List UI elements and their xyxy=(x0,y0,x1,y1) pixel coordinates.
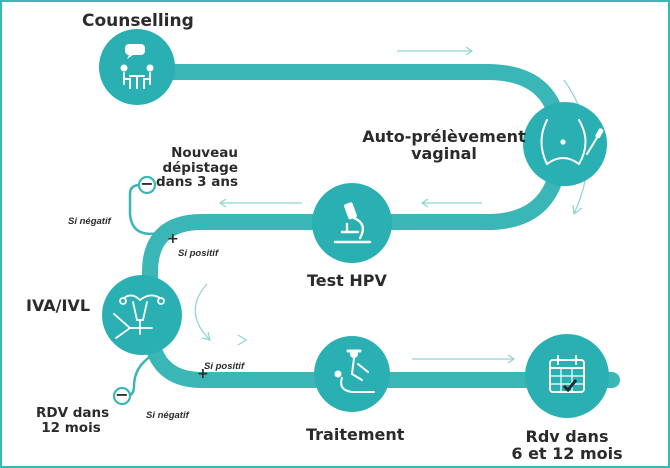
label-iva-ivl: IVA/IVL xyxy=(26,296,91,315)
label-new-screening-line1: Nouveau xyxy=(171,145,238,161)
minus-circle-top xyxy=(137,175,157,195)
counselling-icon xyxy=(120,44,154,89)
label-new-screening-line3: dans 3 ans xyxy=(156,174,238,191)
treatment-icon xyxy=(334,349,375,393)
label-treatment: Traitement xyxy=(306,425,405,444)
minus-circle-bottom xyxy=(112,386,132,406)
arrow-left-upper xyxy=(218,198,302,208)
label-follow-up: Rdv dans 6 et 12 mois xyxy=(507,428,627,463)
node-self-sampling xyxy=(523,102,607,186)
minus-symbol-bottom: − xyxy=(115,385,129,404)
label-counselling: Counselling xyxy=(82,11,194,31)
uterus-speculum-icon xyxy=(113,294,165,339)
label-rdv-12-line2: 12 mois xyxy=(41,419,101,436)
node-hpv-test xyxy=(312,183,392,263)
label-self-sampling-line2: vaginal xyxy=(411,144,477,164)
label-new-screening: Nouveau dépistage dans 3 ans xyxy=(150,146,238,190)
label-rdv-12-line1: RDV dans xyxy=(36,405,110,421)
arrow-curve-iva xyxy=(194,283,211,341)
arrow-right-top xyxy=(397,46,474,56)
microscope-icon xyxy=(333,202,372,244)
label-iva-positive: Si positif xyxy=(204,361,245,372)
branch-line-top xyxy=(128,183,165,236)
node-iva-ivl xyxy=(102,275,182,355)
label-iva-negative: Si négatif xyxy=(146,410,189,421)
label-new-screening-line2: dépistage xyxy=(162,159,238,176)
arrow-right-bottom xyxy=(412,354,516,364)
label-test-negative: Si négatif xyxy=(68,216,111,227)
minus-symbol-top: − xyxy=(140,174,154,193)
plus-marker-top: + xyxy=(167,231,179,247)
plus-marker-bottom: + xyxy=(197,366,209,382)
label-self-sampling: Auto-prélèvement vaginal xyxy=(354,128,534,163)
pelvis-brush-icon xyxy=(540,119,604,165)
label-follow-up-line2: 6 et 12 mois xyxy=(511,444,623,464)
arrow-small-right xyxy=(237,334,248,346)
label-hpv-test: Test HPV xyxy=(307,271,387,290)
node-counselling xyxy=(99,29,175,105)
arrow-left-middle xyxy=(420,198,482,208)
label-follow-up-line1: Rdv dans xyxy=(525,427,609,446)
label-self-sampling-line1: Auto-prélèvement xyxy=(362,127,526,146)
label-test-positive: Si positif xyxy=(178,248,219,259)
calendar-check-icon xyxy=(549,355,585,393)
label-rdv-12: RDV dans 12 mois xyxy=(36,405,110,436)
